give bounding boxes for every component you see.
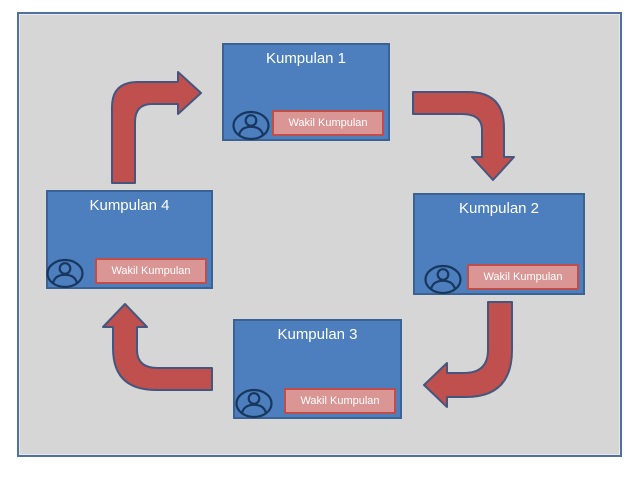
person-icon <box>234 388 274 419</box>
member-label: Wakil Kumpulan <box>467 264 579 290</box>
arrow-kumpulan2-to-kumpulan3 <box>423 301 513 408</box>
arrow-kumpulan4-to-kumpulan1 <box>111 71 202 184</box>
group-box-kumpulan-2: Kumpulan 2 Wakil Kumpulan <box>413 193 585 295</box>
person-icon <box>231 110 271 141</box>
person-icon <box>423 264 463 295</box>
arrow-kumpulan3-to-kumpulan4 <box>102 303 213 391</box>
group-box-kumpulan-1: Kumpulan 1 Wakil Kumpulan <box>222 43 390 141</box>
group-title: Kumpulan 4 <box>89 197 170 214</box>
member-label: Wakil Kumpulan <box>272 110 384 136</box>
arrow-kumpulan1-to-kumpulan2 <box>412 91 515 181</box>
group-title: Kumpulan 2 <box>458 200 540 217</box>
person-icon <box>45 258 85 289</box>
group-title: Kumpulan 3 <box>277 326 358 343</box>
group-title: Kumpulan 1 <box>265 50 347 67</box>
member-label: Wakil Kumpulan <box>95 258 207 284</box>
group-box-kumpulan-4: Kumpulan 4 Wakil Kumpulan <box>46 190 213 289</box>
member-label: Wakil Kumpulan <box>284 388 396 414</box>
group-box-kumpulan-3: Kumpulan 3 Wakil Kumpulan <box>233 319 402 419</box>
